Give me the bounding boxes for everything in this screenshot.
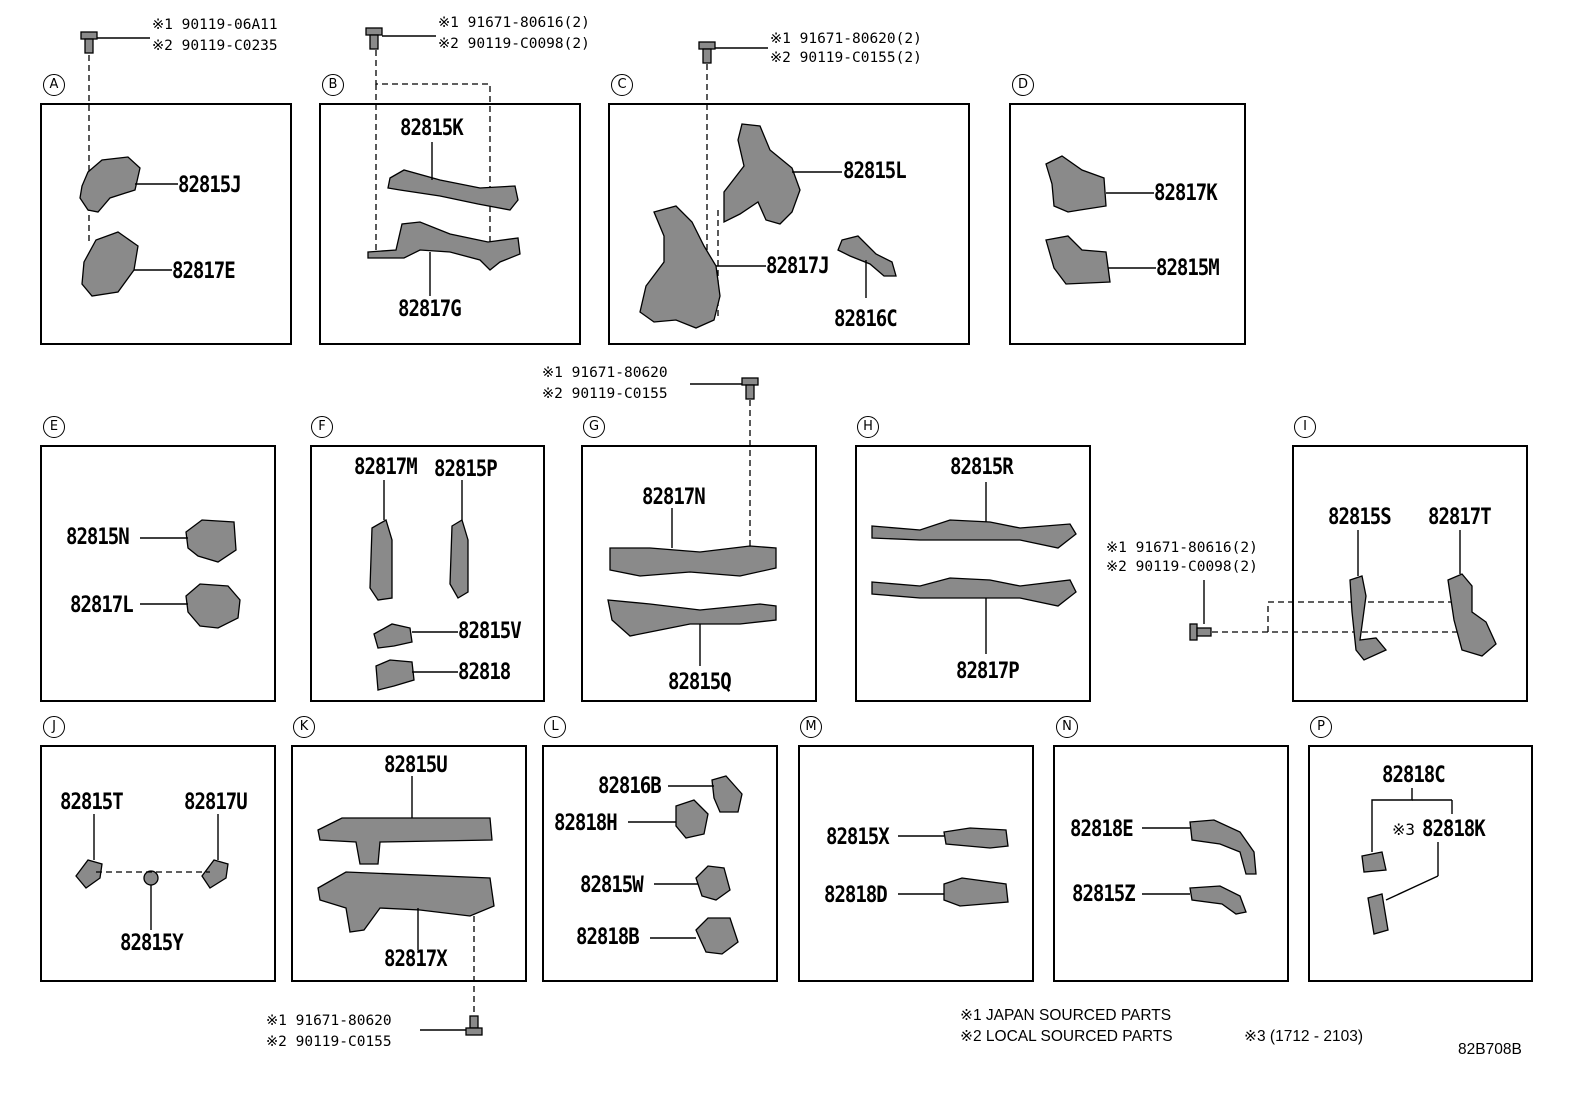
section-letter-g: G <box>583 416 605 438</box>
panel-m <box>798 745 1034 982</box>
part-label-82817n[interactable]: 82817N <box>642 484 706 510</box>
part-label-82815p[interactable]: 82815P <box>434 456 498 482</box>
part-label-82818h[interactable]: 82818H <box>554 810 618 836</box>
panel-h <box>855 445 1091 702</box>
part-label-82815s[interactable]: 82815S <box>1328 504 1392 530</box>
part-label-82817u[interactable]: 82817U <box>184 789 248 815</box>
screw-callout-i-line2[interactable]: ※2 90119-C0098(2) <box>1106 559 1258 575</box>
section-letter-d: D <box>1012 74 1034 96</box>
part-label-82818b[interactable]: 82818B <box>576 924 640 950</box>
screw-callout-k-line2[interactable]: ※2 90119-C0155 <box>266 1034 392 1050</box>
section-letter-l: L <box>544 716 566 738</box>
note-japan-sourced: ※1 JAPAN SOURCED PARTS <box>960 1007 1172 1024</box>
section-letter-j: J <box>43 716 65 738</box>
panel-f <box>310 445 545 702</box>
section-letter-b: B <box>322 74 344 96</box>
part-label-82815y[interactable]: 82815Y <box>120 930 184 956</box>
part-label-82815u[interactable]: 82815U <box>384 752 448 778</box>
part-label-82815k[interactable]: 82815K <box>400 115 464 141</box>
part-label-82818d[interactable]: 82818D <box>824 882 888 908</box>
panel-c <box>608 103 970 345</box>
diagram-id: 82B708B <box>1458 1041 1522 1058</box>
section-letter-e: E <box>43 416 65 438</box>
part-label-82817g[interactable]: 82817G <box>398 296 462 322</box>
part-label-82815z[interactable]: 82815Z <box>1072 881 1136 907</box>
part-label-82815w[interactable]: 82815W <box>580 872 644 898</box>
part-label-82816c[interactable]: 82816C <box>834 306 898 332</box>
part-label-82818k[interactable]: 82818K <box>1422 816 1486 842</box>
screw-callout-i-line1[interactable]: ※1 91671-80616(2) <box>1106 540 1258 556</box>
part-label-82815x[interactable]: 82815X <box>826 824 890 850</box>
note-local-sourced: ※2 LOCAL SOURCED PARTS <box>960 1028 1173 1045</box>
part-label-82817t[interactable]: 82817T <box>1428 504 1492 530</box>
part-label-82815t[interactable]: 82815T <box>60 789 124 815</box>
note-3-marker: ※3 <box>1392 820 1416 839</box>
panel-p <box>1308 745 1533 982</box>
panel-a <box>40 103 292 345</box>
part-label-82818[interactable]: 82818 <box>458 659 511 685</box>
part-label-82815n[interactable]: 82815N <box>66 524 130 550</box>
part-label-82817x[interactable]: 82817X <box>384 946 448 972</box>
part-label-82815m[interactable]: 82815M <box>1156 255 1220 281</box>
section-letter-m: M <box>800 716 822 738</box>
panel-d <box>1009 103 1246 345</box>
section-letter-a: A <box>43 74 65 96</box>
part-label-82815v[interactable]: 82815V <box>458 618 522 644</box>
screw-callout-c-line1[interactable]: ※1 91671-80620(2) <box>770 31 922 47</box>
part-label-82817m[interactable]: 82817M <box>354 454 418 480</box>
part-label-82817l[interactable]: 82817L <box>70 592 134 618</box>
section-letter-n: N <box>1056 716 1078 738</box>
part-label-82816b[interactable]: 82816B <box>598 773 662 799</box>
screw-callout-g-line2[interactable]: ※2 90119-C0155 <box>542 386 668 402</box>
panel-i <box>1292 445 1528 702</box>
section-letter-h: H <box>857 416 879 438</box>
screw-callout-b-line2[interactable]: ※2 90119-C0098(2) <box>438 36 590 52</box>
screw-callout-k-line1[interactable]: ※1 91671-80620 <box>266 1013 392 1029</box>
part-label-82815r[interactable]: 82815R <box>950 454 1014 480</box>
screw-callout-b-line1[interactable]: ※1 91671-80616(2) <box>438 15 590 31</box>
section-letter-c: C <box>611 74 633 96</box>
panel-e <box>40 445 276 702</box>
part-label-82817p[interactable]: 82817P <box>956 658 1020 684</box>
part-label-82817k[interactable]: 82817K <box>1154 180 1218 206</box>
section-letter-i: I <box>1294 416 1316 438</box>
section-letter-p: P <box>1310 716 1332 738</box>
part-label-82817j[interactable]: 82817J <box>766 253 830 279</box>
part-label-82815q[interactable]: 82815Q <box>668 669 732 695</box>
screw-callout-a-line2[interactable]: ※2 90119-C0235 <box>152 38 278 54</box>
screw-callout-a-line1[interactable]: ※1 90119-06A11 <box>152 17 278 33</box>
part-label-82817e[interactable]: 82817E <box>172 258 236 284</box>
part-label-82818e[interactable]: 82818E <box>1070 816 1134 842</box>
note-date-range: ※3 (1712 - 2103) <box>1244 1028 1363 1045</box>
part-label-82818c[interactable]: 82818C <box>1382 762 1446 788</box>
panel-n <box>1053 745 1289 982</box>
screw-callout-c-line2[interactable]: ※2 90119-C0155(2) <box>770 50 922 66</box>
screw-callout-g-line1[interactable]: ※1 91671-80620 <box>542 365 668 381</box>
section-letter-f: F <box>311 416 333 438</box>
section-letter-k: K <box>293 716 315 738</box>
part-label-82815j[interactable]: 82815J <box>178 172 242 198</box>
part-label-82815l[interactable]: 82815L <box>843 158 907 184</box>
